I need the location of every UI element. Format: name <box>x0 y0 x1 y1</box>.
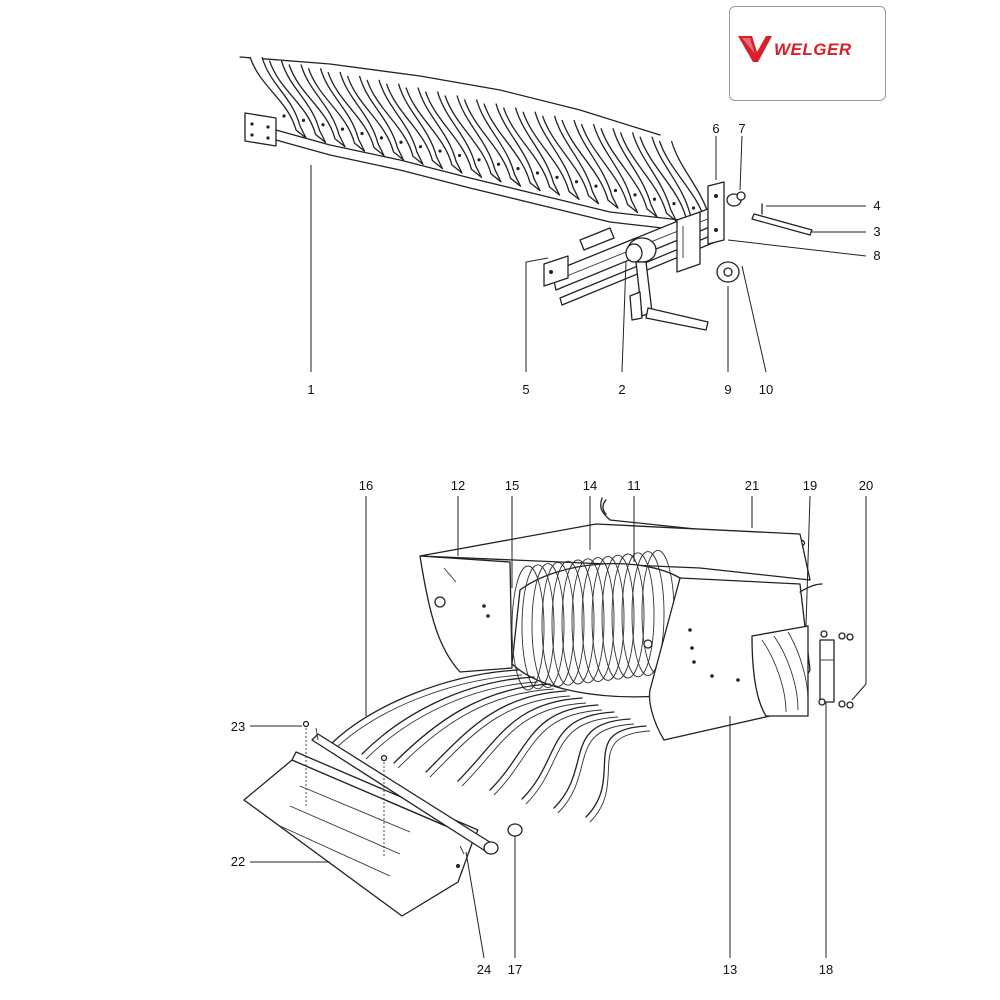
tine-8 <box>385 83 444 170</box>
drum-band-8 <box>581 557 615 683</box>
callout-22: 22 <box>231 854 245 869</box>
guide-finger-4 <box>425 690 567 773</box>
drum-band-2 <box>521 564 555 690</box>
callout-5: 5 <box>522 382 529 397</box>
callout-9: 9 <box>724 382 731 397</box>
tine-3 <box>288 64 346 148</box>
drum-band-6 <box>561 559 595 685</box>
top-leader-lines <box>310 135 867 373</box>
callout-10: 10 <box>759 382 773 397</box>
tine-10 <box>424 91 483 179</box>
drum-band-3 <box>531 563 565 689</box>
guide-finger-1 <box>329 669 519 746</box>
drum-band-9 <box>591 555 625 681</box>
callout-13: 13 <box>723 962 737 977</box>
drum-band-1 <box>511 565 545 691</box>
drum-band-11 <box>611 553 645 679</box>
guide-finger-9 <box>585 725 647 818</box>
tine-9 <box>405 87 463 174</box>
guide-finger-3 <box>393 683 551 764</box>
guide-finger-7 <box>521 711 615 800</box>
callout-14: 14 <box>583 478 597 493</box>
tine-19 <box>600 128 658 218</box>
drum-band-13 <box>631 551 665 677</box>
guide-finger-6 <box>489 704 599 791</box>
drum-band-12 <box>621 552 655 678</box>
callout-18: 18 <box>819 962 833 977</box>
callout-labels: 1 2 3 4 5 6 7 8 9 10 11 12 13 14 15 16 1… <box>231 121 881 977</box>
tine-18 <box>580 123 639 214</box>
pickup-drum-assembly <box>243 497 854 917</box>
callout-16: 16 <box>359 478 373 493</box>
tine-12 <box>463 99 522 187</box>
callout-6: 6 <box>712 121 719 136</box>
guide-finger-2 <box>361 676 535 755</box>
tine-2 <box>268 60 327 144</box>
callout-24: 24 <box>477 962 491 977</box>
callout-15: 15 <box>505 478 519 493</box>
brand-name: WELGER <box>774 40 852 59</box>
tine-11 <box>444 95 502 183</box>
tine-13 <box>483 103 541 192</box>
tine-5 <box>327 71 385 157</box>
drum-band-7 <box>571 558 605 684</box>
tine-17 <box>561 119 619 209</box>
drum-band-4 <box>541 561 575 687</box>
callout-1: 1 <box>307 382 314 397</box>
drum-band-5 <box>551 560 585 686</box>
callout-17: 17 <box>508 962 522 977</box>
tine-4 <box>307 68 366 152</box>
callout-23: 23 <box>231 719 245 734</box>
callout-7: 7 <box>738 121 745 136</box>
tine-15 <box>522 111 580 200</box>
callout-20: 20 <box>859 478 873 493</box>
callout-8: 8 <box>873 248 880 263</box>
tine-7 <box>366 79 424 165</box>
callout-21: 21 <box>745 478 759 493</box>
guide-finger-8 <box>553 718 631 809</box>
tine-6 <box>346 75 405 161</box>
callout-4: 4 <box>873 198 880 213</box>
crank-mechanism <box>543 181 813 331</box>
callout-12: 12 <box>451 478 465 493</box>
tine-bar-assembly <box>239 56 717 231</box>
callout-2: 2 <box>618 382 625 397</box>
callout-19: 19 <box>803 478 817 493</box>
tine-14 <box>502 107 561 196</box>
welger-logo-icon <box>738 36 772 62</box>
tine-1 <box>249 56 307 139</box>
callout-3: 3 <box>873 224 880 239</box>
bottom-leader-lines <box>250 495 867 959</box>
guide-finger-5 <box>457 697 583 782</box>
drum-band-10 <box>601 554 635 680</box>
callout-11: 11 <box>627 478 641 493</box>
tine-16 <box>541 115 600 205</box>
